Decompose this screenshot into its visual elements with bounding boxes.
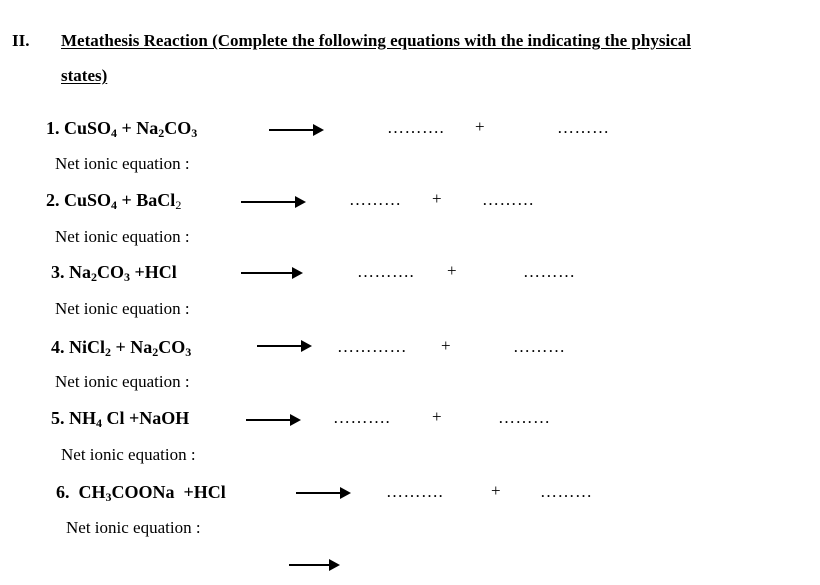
product-blank-1[interactable]: ……….	[333, 408, 391, 427]
plus-sign: +	[441, 336, 451, 355]
equation-number: 1.	[46, 118, 60, 138]
equation-4: 4. NiCl2 + Na2CO3	[51, 337, 191, 358]
plus-sign: +	[183, 482, 194, 502]
reactant-2: Na2CO3	[130, 337, 192, 359]
equation-2: 2. CuSO4 + BaCl2	[46, 190, 181, 211]
product-blank-2[interactable]: ………	[513, 337, 566, 356]
plus-sign: +	[447, 261, 457, 280]
product-blank-1[interactable]: ……….	[387, 118, 445, 137]
product-blank-2[interactable]: ………	[482, 190, 535, 209]
equation-number: 4.	[51, 337, 65, 357]
plus-sign: +	[115, 337, 126, 357]
reactant-1: NiCl2	[69, 337, 111, 359]
plus-sign: +	[491, 481, 501, 500]
net-ionic-label: Net ionic equation :	[55, 299, 190, 318]
section-heading-continued: states)	[61, 66, 108, 85]
equation-number: 3.	[51, 262, 65, 282]
reactant-1: CH3COONa	[78, 482, 175, 504]
section-heading: Metathesis Reaction (Complete the follow…	[61, 31, 691, 50]
equation-5: 5. NH4 Cl +NaOH	[51, 408, 189, 429]
product-blank-2[interactable]: ………	[498, 408, 551, 427]
reactant-1: Na2CO3	[69, 262, 130, 284]
net-ionic-label: Net ionic equation :	[66, 518, 201, 537]
reactant-2: Na2CO3	[136, 118, 198, 140]
product-blank-1[interactable]: ……….	[357, 262, 415, 281]
equation-number: 2.	[46, 190, 60, 210]
product-blank-2[interactable]: ………	[557, 118, 610, 137]
equation-number: 5.	[51, 408, 65, 428]
plus-sign: +	[121, 190, 132, 210]
product-blank-2[interactable]: ………	[540, 482, 593, 501]
plus-sign: +	[129, 408, 140, 428]
product-blank-1[interactable]: …………	[337, 337, 407, 356]
net-ionic-label: Net ionic equation :	[61, 445, 196, 464]
product-blank-1[interactable]: ……….	[386, 482, 444, 501]
plus-sign: +	[432, 189, 442, 208]
reactant-1: CuSO4	[64, 118, 118, 140]
equation-number: 6.	[56, 482, 70, 502]
net-ionic-label: Net ionic equation :	[55, 154, 190, 173]
reactant-2: NaOH	[139, 408, 190, 428]
plus-sign: +	[432, 407, 442, 426]
reactant-2: HCl	[144, 262, 177, 282]
reactant-2: BaCl2	[136, 190, 182, 212]
section-numeral: II.	[12, 31, 30, 50]
equation-1: 1. CuSO4 + Na2CO3	[46, 118, 197, 139]
plus-sign: +	[475, 117, 485, 136]
product-blank-2[interactable]: ………	[523, 262, 576, 281]
plus-sign: +	[134, 262, 145, 282]
net-ionic-label: Net ionic equation :	[55, 372, 190, 391]
equation-6: 6. CH3COONa +HCl	[56, 482, 226, 503]
equation-3: 3. Na2CO3 +HCl	[51, 262, 177, 283]
net-ionic-label: Net ionic equation :	[55, 227, 190, 246]
reactant-1: CuSO4	[64, 190, 118, 212]
reactant-1: NH4 Cl	[69, 408, 125, 430]
plus-sign: +	[121, 118, 132, 138]
product-blank-1[interactable]: ………	[349, 190, 402, 209]
reactant-2: HCl	[193, 482, 226, 502]
